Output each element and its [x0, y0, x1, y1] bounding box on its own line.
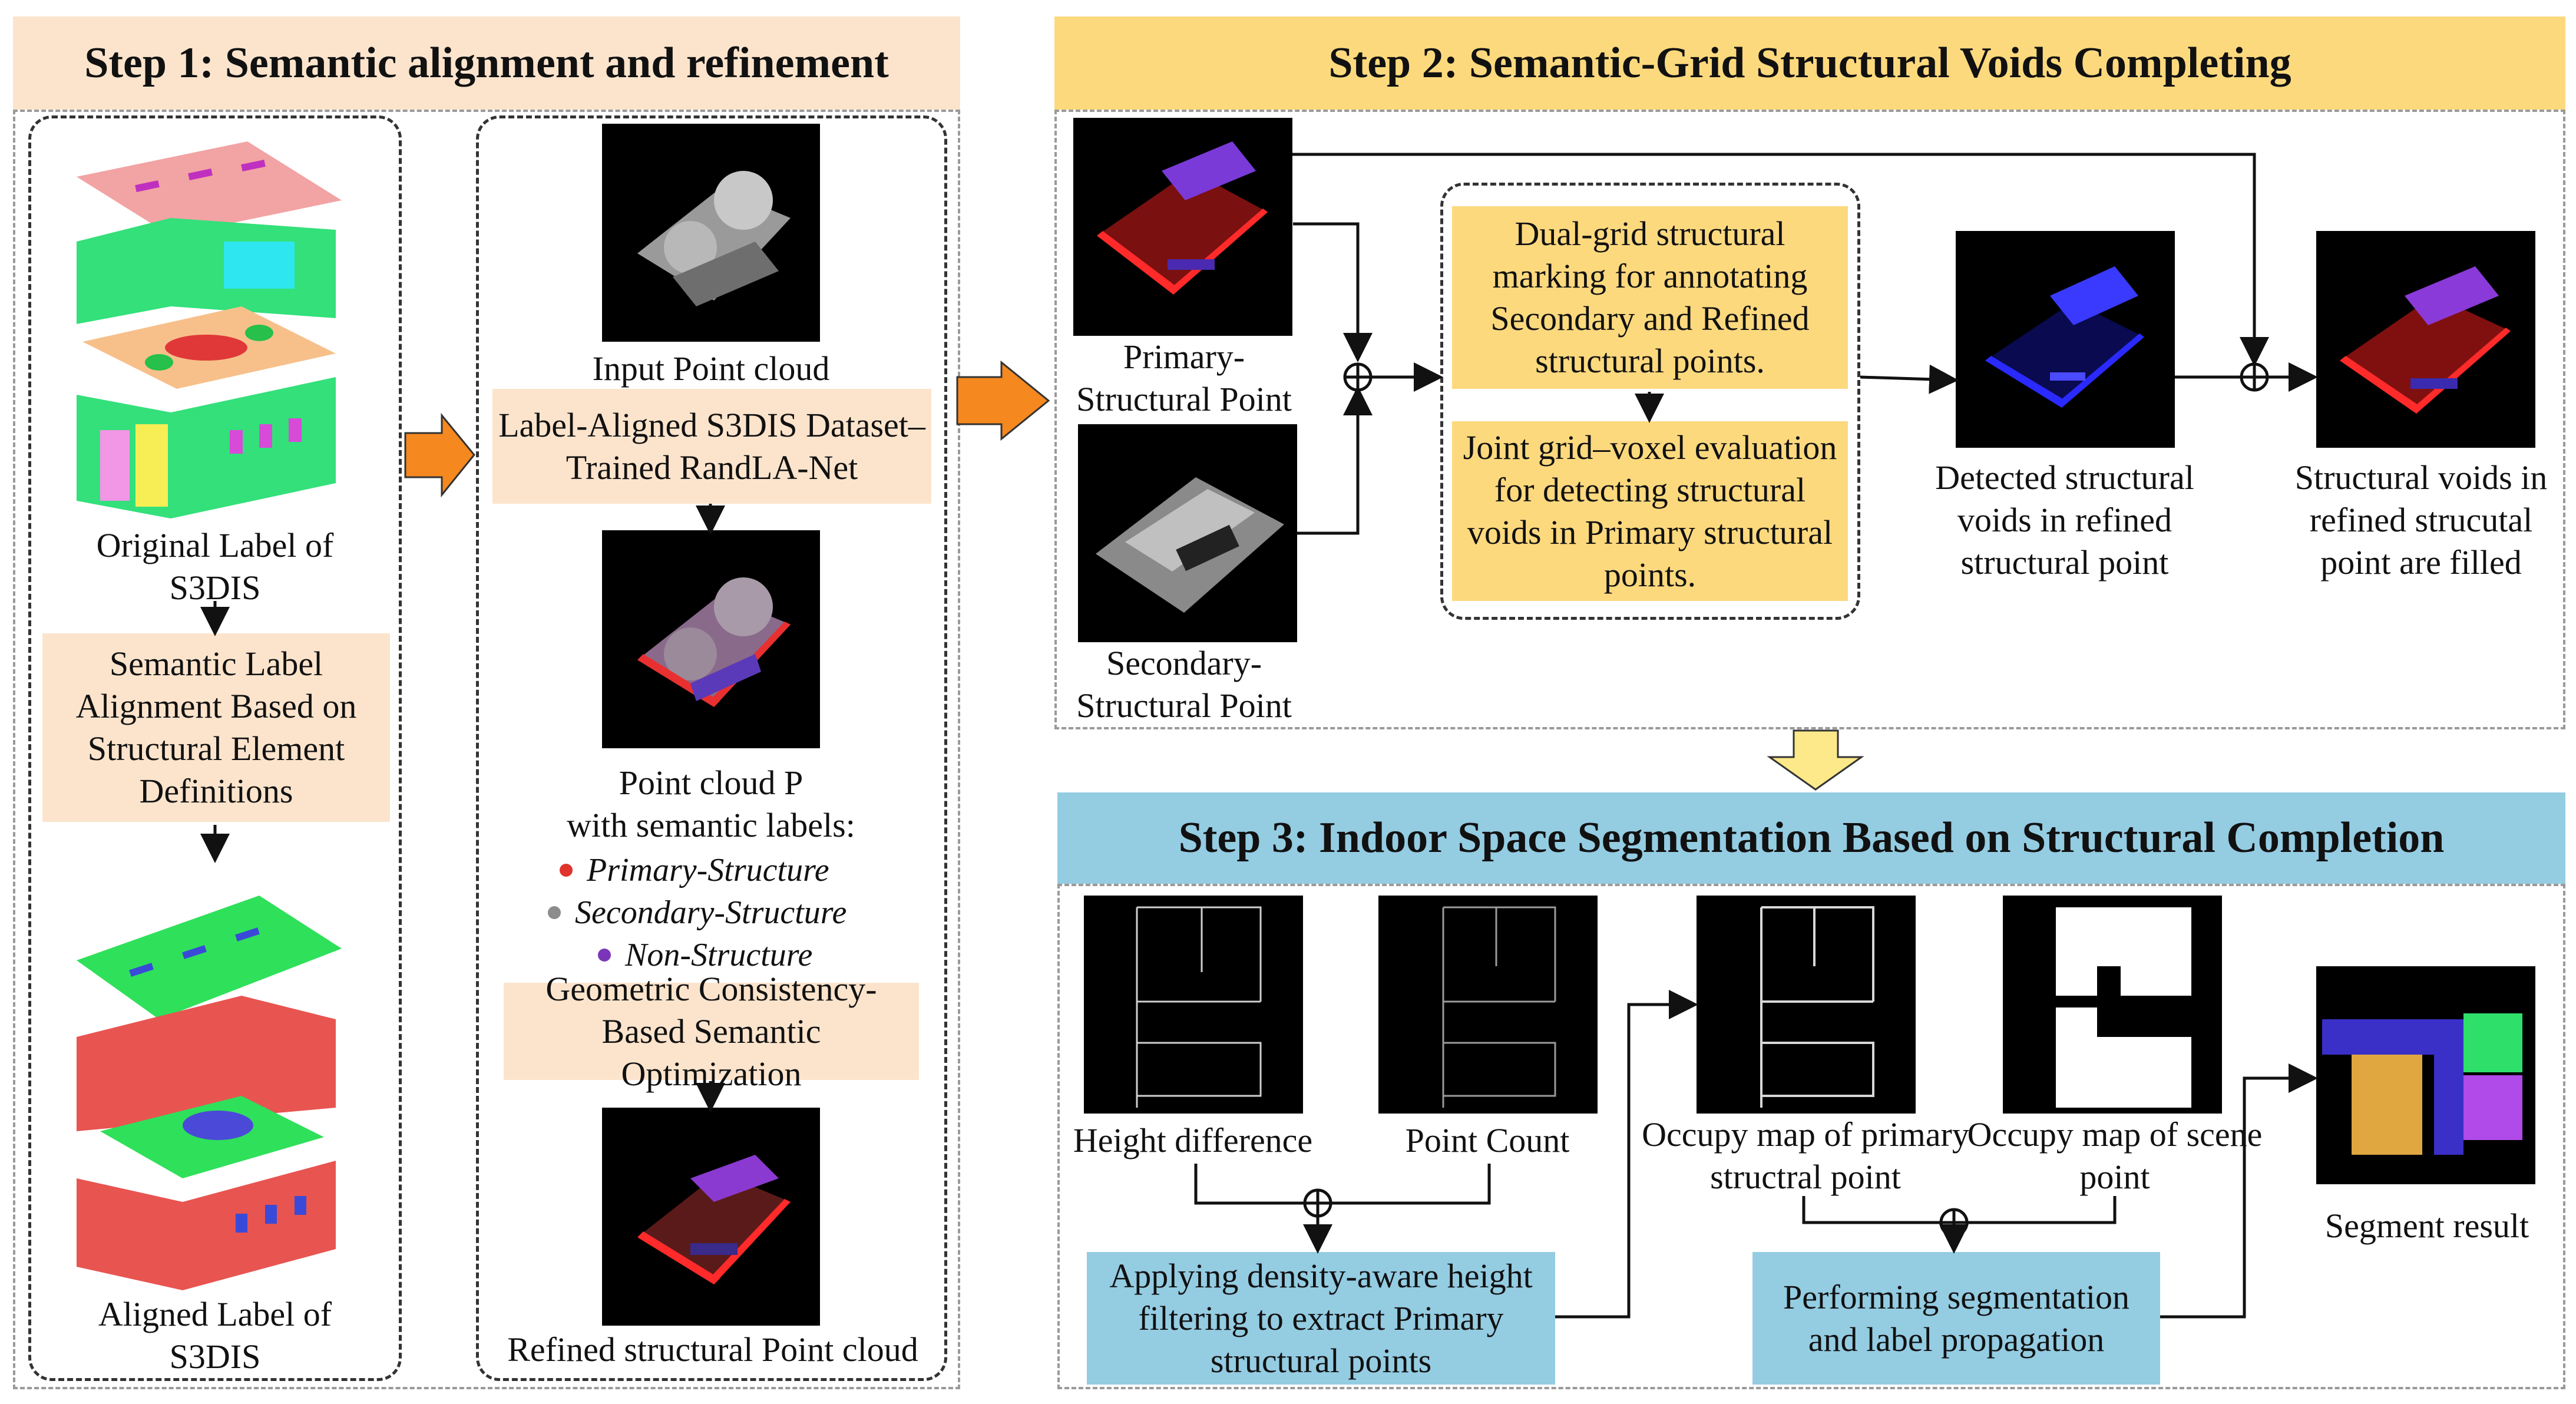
semantic-alignment-box: Semantic Label Alignment Based on Struct… [42, 633, 390, 822]
occupy-map-scene-caption: Occupy map of scene point [1967, 1115, 2263, 1196]
primary-structural-point-caption: Primary-Structural Point [1076, 338, 1292, 418]
step3-header: Step 3: Indoor Space Segmentation Based … [1057, 792, 2565, 884]
original-label-model-image [65, 130, 348, 530]
aligned-label-caption: Aligned Label of S3DIS [98, 1295, 332, 1376]
filled-voids-caption: Structural voids in refined strucutal po… [2294, 458, 2548, 582]
geometric-optimization-box: Geometric Consistency-Based Semantic Opt… [504, 970, 919, 1093]
step1-right-group [476, 115, 947, 1381]
occupy-map-primary-image [1697, 896, 1916, 1114]
step1-header: Step 1: Semantic alignment and refinemen… [13, 16, 960, 110]
step2-panel [1054, 110, 2565, 729]
step2-title: Step 2: Semantic-Grid Structural Voids C… [1328, 38, 2291, 87]
step2-process-group [1440, 183, 1860, 620]
legend-primary-dot [560, 864, 573, 877]
detected-voids-caption: Detected structural voids in refined str… [1935, 458, 2194, 582]
dual-grid-marking-box: Dual-grid structural marking for annotat… [1452, 206, 1848, 389]
secondary-structural-point-caption: Secondary-Structural Point [1076, 644, 1292, 725]
refined-point-cloud-caption: Refined structural Point cloud [507, 1330, 918, 1369]
occupy-map-scene-image [2003, 896, 2222, 1114]
segment-result-image [2316, 966, 2535, 1184]
segmentation-propagation-box: Performing segmentation and label propag… [1752, 1252, 2160, 1385]
height-difference-image [1084, 896, 1303, 1114]
legend-primary-structure: Primary-Structure [560, 851, 829, 889]
density-height-filter-box: Applying density-aware height filtering … [1087, 1252, 1555, 1385]
yellow-arrow-step2-to-step3 [1767, 729, 1864, 791]
refined-point-cloud-image [602, 1108, 820, 1326]
height-difference-caption: Height difference [1073, 1121, 1313, 1159]
legend-non-structure-dot [598, 949, 611, 962]
input-point-cloud-image [602, 124, 820, 342]
legend-secondary-dot [548, 906, 561, 919]
aligned-label-model-image [65, 884, 348, 1296]
step2-header: Step 2: Semantic-Grid Structural Voids C… [1054, 16, 2565, 110]
step1-left-group [28, 115, 402, 1381]
filled-voids-image [2316, 231, 2535, 448]
point-cloud-p-caption-1: Point cloud P [619, 764, 803, 802]
orange-arrow-step1-left-to-right [404, 412, 475, 498]
segment-result-caption: Segment result [2324, 1207, 2529, 1245]
joint-grid-voxel-box: Joint grid–voxel evaluation for detectin… [1452, 421, 1848, 601]
secondary-structural-point-image [1078, 424, 1297, 642]
input-point-cloud-caption: Input Point cloud [592, 349, 830, 388]
randla-net-box: Label-Aligned S3DIS Dataset–Trained Rand… [492, 389, 931, 504]
step1-title: Step 1: Semantic alignment and refinemen… [84, 38, 889, 87]
point-cloud-p-image [602, 530, 820, 748]
step1-panel [13, 110, 960, 1389]
legend-secondary-structure: Secondary-Structure [548, 894, 846, 931]
step3-panel [1057, 884, 2565, 1389]
point-count-image [1378, 896, 1598, 1114]
primary-structural-point-image [1073, 118, 1292, 336]
occupy-map-primary-caption: Occupy map of primary structral point [1642, 1115, 1969, 1196]
orange-arrow-step1-to-step2 [956, 360, 1050, 441]
step3-title: Step 3: Indoor Space Segmentation Based … [1178, 814, 2445, 862]
original-label-caption: Original Label of S3DIS [96, 526, 334, 607]
legend-non-structure: Non-Structure [598, 936, 812, 974]
detected-voids-image [1956, 231, 2175, 448]
point-count-caption: Point Count [1405, 1121, 1570, 1159]
point-cloud-p-caption-2: with semantic labels: [567, 806, 855, 844]
